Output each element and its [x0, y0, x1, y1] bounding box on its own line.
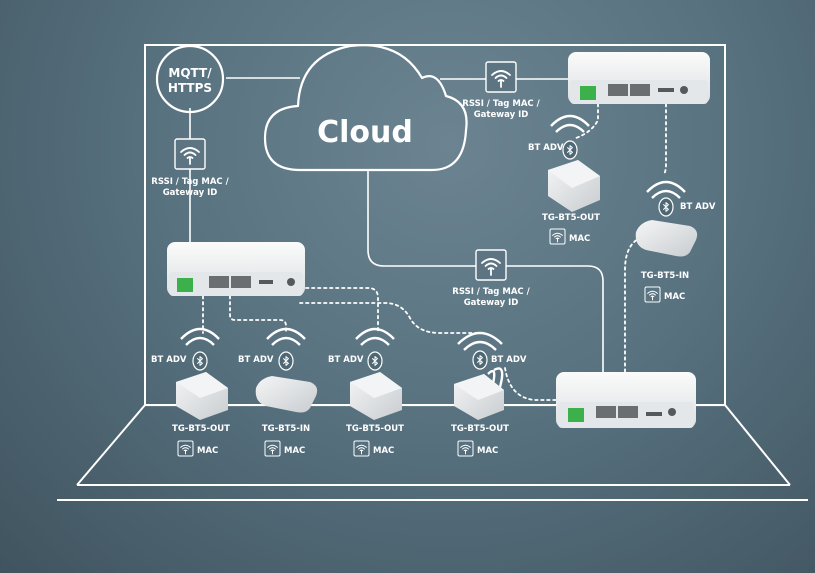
wifi-icon	[356, 444, 367, 455]
mac-label: MAC	[197, 446, 218, 456]
cloud-label: Cloud	[317, 115, 413, 150]
uplink-label-line1: RSSI / Tag MAC /	[151, 177, 229, 187]
uplink-label-line2: Gateway ID	[474, 110, 529, 120]
wifi-icon	[647, 290, 658, 301]
gateway-device-bottom-right	[556, 372, 696, 428]
protocol-label-line2: HTTPS	[168, 81, 212, 95]
uplink-badge-left: RSSI / Tag MAC / Gateway ID	[151, 138, 230, 198]
tag-name: TG-BT5-OUT	[172, 424, 230, 434]
sensor-tag-in-1: BT ADV TG-BT5-IN MAC	[238, 327, 318, 457]
mac-label: MAC	[664, 292, 685, 302]
tag-name: TG-BT5-OUT	[346, 424, 404, 434]
tag-name: TG-BT5-IN	[262, 424, 310, 434]
mac-label: MAC	[284, 446, 305, 456]
bt-adv-label: BT ADV	[328, 355, 364, 365]
uplink-label-line2: Gateway ID	[163, 188, 218, 198]
sensor-tag-out-2: BT ADV TG-BT5-OUT MAC	[328, 327, 404, 457]
wifi-icon	[180, 444, 191, 455]
mqtt-https-node: MQTT/ HTTPS	[155, 44, 225, 114]
wifi-icon	[267, 444, 278, 455]
sensor-tag-out-top: BT ADV TG-BT5-OUT MAC	[528, 114, 600, 245]
tag-name: TG-BT5-OUT	[451, 424, 509, 434]
bt-adv-label: BT ADV	[528, 143, 564, 153]
mac-label: MAC	[373, 446, 394, 456]
protocol-label-line1: MQTT/	[168, 66, 212, 80]
tag-name: TG-BT5-IN	[641, 271, 689, 281]
bt-adv-label: BT ADV	[238, 355, 274, 365]
wifi-icon	[552, 232, 563, 243]
sensor-tag-out-1: BT ADV TG-BT5-OUT MAC	[151, 327, 230, 457]
bt-adv-label: BT ADV	[491, 355, 527, 365]
bt-adv-label: BT ADV	[680, 202, 716, 212]
uplink-badge-top: RSSI / Tag MAC / Gateway ID	[462, 61, 541, 120]
mac-label: MAC	[477, 446, 498, 456]
tag-name: TG-BT5-OUT	[542, 213, 600, 223]
sensor-tag-in-right: BT ADV TG-BT5-IN MAC	[635, 180, 716, 303]
room-frame	[57, 44, 808, 501]
uplink-badge-middle: RSSI / Tag MAC / Gateway ID	[452, 249, 531, 308]
bt-links	[202, 103, 667, 401]
gateway-device-top-right	[568, 52, 710, 104]
cloud-icon: Cloud	[263, 44, 468, 172]
wifi-icon	[460, 444, 471, 455]
uplink-label-line1: RSSI / Tag MAC /	[462, 99, 540, 109]
mac-label: MAC	[569, 234, 590, 244]
gateway-device-left	[167, 242, 305, 296]
uplink-label-line2: Gateway ID	[464, 298, 519, 308]
sensor-tag-out-3: BT ADV TG-BT5-OUT MAC	[451, 331, 527, 457]
bt-adv-label: BT ADV	[151, 355, 187, 365]
uplink-label-line1: RSSI / Tag MAC /	[452, 287, 530, 297]
